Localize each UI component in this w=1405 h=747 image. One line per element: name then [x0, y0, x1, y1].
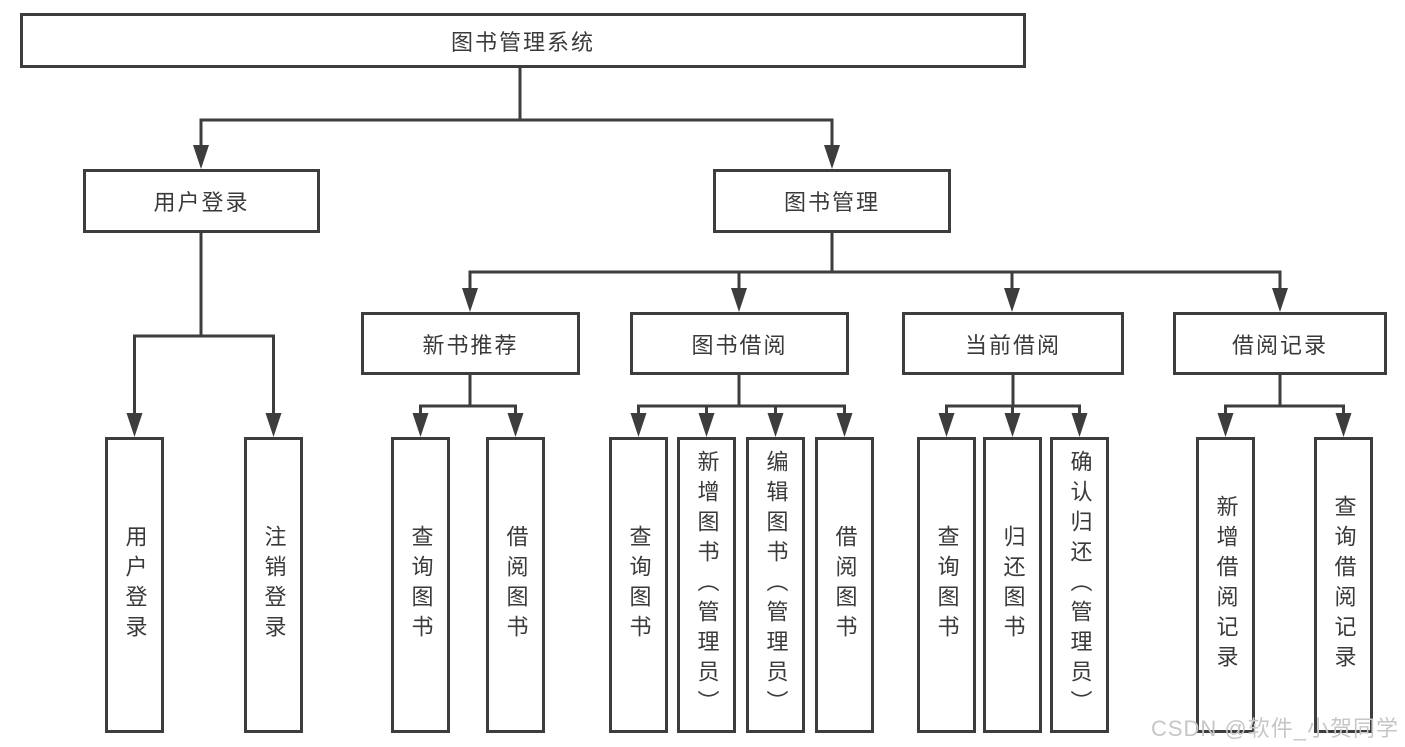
- leaf-label: 注销登录: [261, 525, 287, 645]
- borrow-connector: [630, 375, 853, 437]
- leaf-label: 用户登录: [122, 525, 148, 645]
- leaf-label: 查询图书: [408, 525, 434, 645]
- leaf-query-books-current: 查询图书: [917, 437, 976, 733]
- leaf-label: 借阅图书: [503, 525, 529, 645]
- leaf-edit-book-admin: 编辑图书（管理员）: [746, 437, 805, 733]
- leaf-borrow-books-recommend: 借阅图书: [486, 437, 545, 733]
- login-connector: [126, 233, 282, 437]
- recommend-connector: [412, 375, 524, 437]
- leaf-label: 查询图书: [626, 525, 652, 645]
- node-library-management-system: 图书管理系统: [20, 13, 1026, 68]
- root-connector: [193, 68, 840, 169]
- leaf-label: 新增图书（管理员）: [694, 450, 720, 720]
- leaf-query-books-recommend: 查询图书: [391, 437, 450, 733]
- leaf-user-login: 用户登录: [105, 437, 164, 733]
- leaf-return-books: 归还图书: [983, 437, 1042, 733]
- csdn-watermark: CSDN @软件_小贺同学: [1150, 716, 1399, 741]
- leaf-label: 新增借阅记录: [1213, 495, 1239, 675]
- leaf-logout: 注销登录: [244, 437, 303, 733]
- leaf-label: 查询图书: [934, 525, 960, 645]
- node-user-login: 用户登录: [83, 169, 320, 233]
- leaf-add-book-admin: 新增图书（管理员）: [677, 437, 736, 733]
- leaf-label: 归还图书: [1000, 525, 1026, 645]
- leaf-label: 查询借阅记录: [1331, 495, 1357, 675]
- leaf-label: 借阅图书: [832, 525, 858, 645]
- management-connector: [462, 233, 1288, 312]
- node-book-management: 图书管理: [713, 169, 951, 233]
- leaf-query-borrow-record: 查询借阅记录: [1314, 437, 1373, 733]
- leaf-add-borrow-record: 新增借阅记录: [1196, 437, 1255, 733]
- current-connector: [938, 375, 1088, 437]
- leaf-label: 确认归还（管理员）: [1067, 450, 1093, 720]
- node-current-borrowing: 当前借阅: [902, 312, 1124, 375]
- leaf-label: 编辑图书（管理员）: [763, 450, 789, 720]
- leaf-borrow-books-borrow: 借阅图书: [815, 437, 874, 733]
- leaf-query-books-borrow: 查询图书: [609, 437, 668, 733]
- node-new-book-recommend: 新书推荐: [361, 312, 580, 375]
- node-borrowing-records: 借阅记录: [1173, 312, 1387, 375]
- records-connector: [1217, 375, 1352, 437]
- leaf-confirm-return-admin: 确认归还（管理员）: [1050, 437, 1109, 733]
- node-book-borrowing: 图书借阅: [630, 312, 849, 375]
